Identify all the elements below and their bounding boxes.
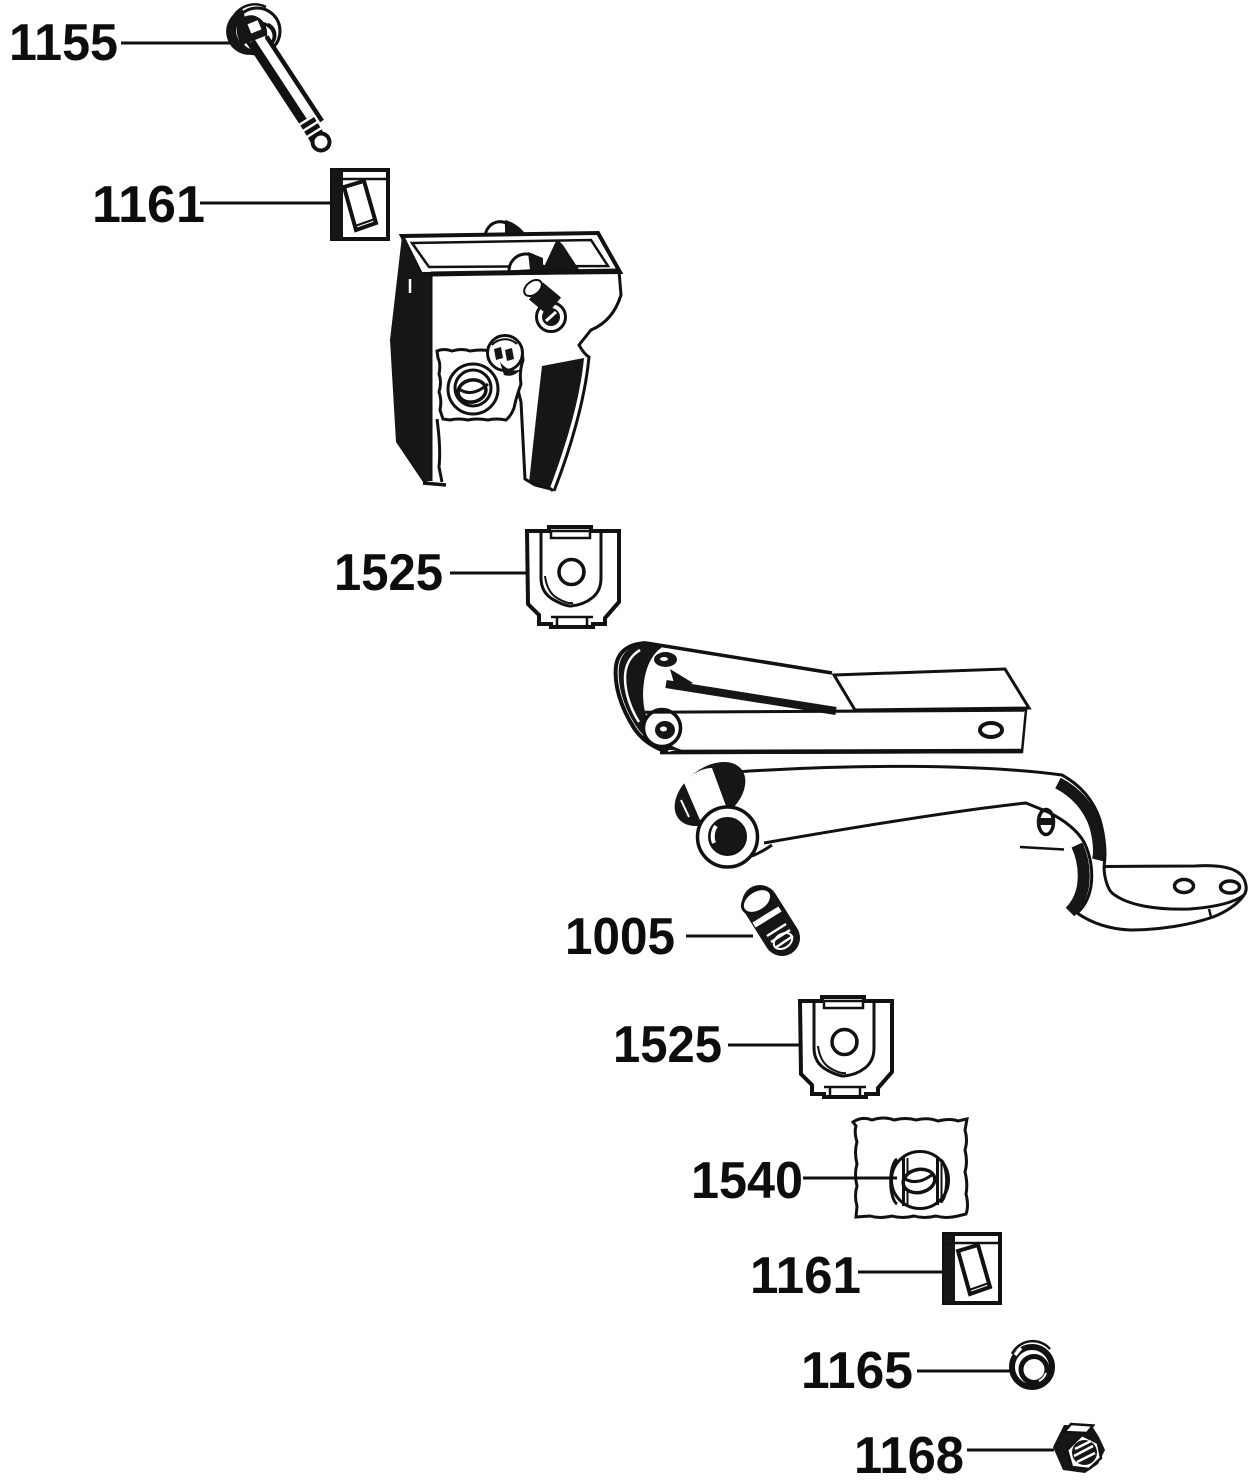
svg-text:1005: 1005 xyxy=(565,908,675,966)
svg-text:1165: 1165 xyxy=(801,1342,913,1400)
svg-text:1161: 1161 xyxy=(750,1247,861,1305)
svg-text:1525: 1525 xyxy=(334,544,443,602)
svg-text:1540: 1540 xyxy=(691,1152,803,1210)
svg-text:1161: 1161 xyxy=(92,176,205,234)
svg-text:1525: 1525 xyxy=(613,1016,722,1074)
svg-text:1168: 1168 xyxy=(854,1427,964,1483)
svg-text:1155: 1155 xyxy=(9,14,118,72)
